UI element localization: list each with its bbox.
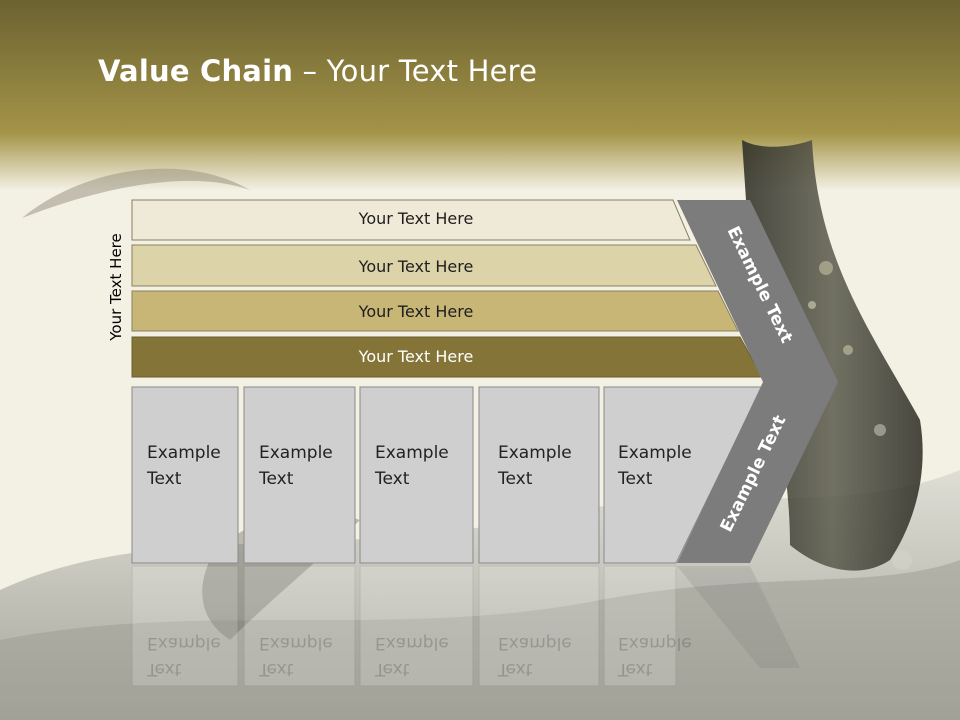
box-5-text: Example Text (618, 440, 692, 492)
slide-title: Value Chain – Your Text Here (98, 54, 537, 88)
box-1-text: Example Text (147, 440, 221, 492)
box-3-reflection-line2: Text (375, 659, 410, 679)
title-rest-part: – Your Text Here (293, 54, 538, 88)
box-4-line2: Text (498, 469, 533, 489)
box-4-reflection-line2: Text (498, 659, 533, 679)
chevron-arrow[interactable] (677, 200, 838, 563)
box-4-text: Example Text (498, 440, 572, 492)
bar-2-label: Your Text Here (358, 257, 474, 276)
box-3-line1: Example (375, 443, 449, 463)
chevron-reflection (677, 566, 800, 668)
box-2[interactable] (243, 386, 356, 564)
box-3-reflection: Text Example (375, 630, 449, 682)
box-1-reflection-line1: Example (147, 633, 221, 653)
box-4-reflection: Text Example (498, 630, 572, 682)
box-1-line1: Example (147, 443, 221, 463)
box-1-line2: Text (147, 469, 182, 489)
box-2-line1: Example (259, 443, 333, 463)
box-4[interactable] (478, 386, 600, 564)
box-4-line1: Example (498, 443, 572, 463)
box-2-reflection-line2: Text (259, 659, 294, 679)
box-3-line2: Text (375, 469, 410, 489)
title-bold-part: Value Chain (98, 54, 294, 88)
box-2-reflection-line1: Example (259, 633, 333, 653)
bar-3-label: Your Text Here (358, 302, 474, 321)
bar-2[interactable] (131, 244, 717, 287)
bar-1-label: Your Text Here (358, 209, 474, 228)
box-2-line2: Text (259, 469, 294, 489)
bar-3[interactable] (131, 290, 739, 332)
box-2-reflection: Text Example (259, 630, 333, 682)
box-3-text: Example Text (375, 440, 449, 492)
bar-4-label: Your Text Here (358, 347, 474, 366)
box-1-reflection-line2: Text (147, 659, 182, 679)
bar-1[interactable] (131, 199, 691, 241)
box-4-reflection-line1: Example (498, 633, 572, 653)
box-2-text: Example Text (259, 440, 333, 492)
box-5-reflection: Text Example (618, 630, 692, 682)
box-1[interactable] (131, 386, 239, 564)
box-5-line2: Text (618, 469, 653, 489)
box-5-line1: Example (618, 443, 692, 463)
box-3-reflection-line1: Example (375, 633, 449, 653)
box-3[interactable] (359, 386, 474, 564)
box-1-reflection: Text Example (147, 630, 221, 682)
box-5-reflection-line2: Text (618, 659, 653, 679)
box-5[interactable] (603, 386, 763, 564)
box-5-reflection-line1: Example (618, 633, 692, 653)
boxes-reflection (131, 565, 677, 687)
